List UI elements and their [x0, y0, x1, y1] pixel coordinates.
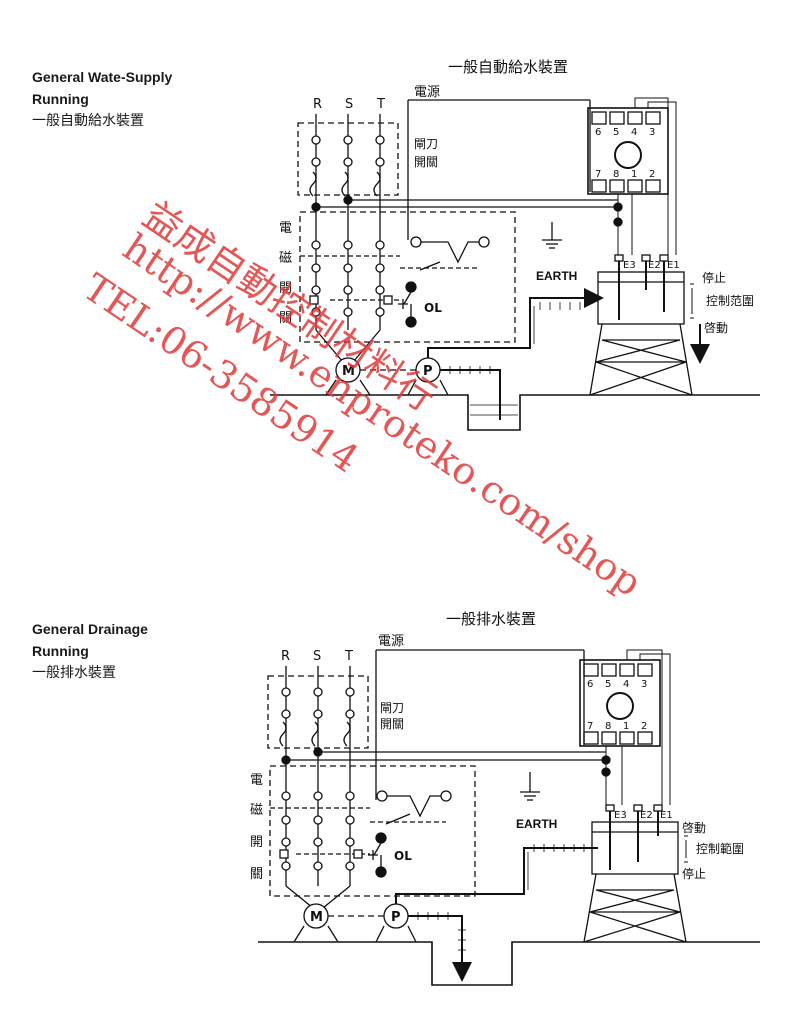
- drainage-power-label: 電源: [378, 634, 404, 649]
- supply-motor-label: M: [342, 364, 355, 379]
- drainage-earth-label: EARTH: [516, 817, 557, 831]
- drainage-switch-label-1: 閘刀: [380, 701, 404, 715]
- supply-power-label: 電源: [414, 85, 440, 100]
- supply-pump-label: P: [423, 364, 433, 379]
- supply-terminal-1: 1: [631, 169, 637, 180]
- drainage-electrode-e3: E3: [614, 810, 627, 821]
- supply-terminal-5: 5: [613, 127, 619, 138]
- supply-ol-label: OL: [424, 301, 442, 315]
- supply-electrode-e1: E1: [667, 260, 680, 271]
- drainage-level-stop: 停止: [682, 866, 706, 881]
- drainage-level-start: 啓動: [682, 820, 706, 835]
- supply-level-start: 啓動: [704, 320, 728, 335]
- drainage-title-zh: 一般排水裝置: [32, 665, 116, 681]
- supply-phase-lines: [309, 114, 385, 330]
- supply-terminal-3: 3: [649, 127, 655, 138]
- drainage-switch-label-2: 開關: [380, 717, 404, 731]
- drainage-contactor-char-3: 開: [250, 835, 263, 850]
- drainage-motor-label: M: [310, 910, 323, 925]
- drainage-contactor-contacts: [270, 790, 452, 878]
- supply-phase-s: S: [345, 97, 353, 112]
- supply-diagram: 一般自動給水裝置 電源 R S T 閘刀 開關 電 磁: [270, 58, 760, 431]
- supply-level-range: 控制范圍: [706, 294, 754, 308]
- drainage-contactor-char-1: 電: [250, 773, 263, 788]
- supply-terminal-4: 4: [631, 127, 637, 138]
- supply-switch-label-1: 閘刀: [414, 137, 438, 151]
- drainage-phase-t: T: [344, 649, 353, 664]
- supply-contactor-contacts: [300, 236, 490, 328]
- supply-tank: [597, 271, 685, 325]
- supply-switch-label-2: 開關: [414, 155, 438, 169]
- drainage-phase-lines: [279, 666, 355, 886]
- supply-electrode-e2: E2: [648, 260, 661, 271]
- supply-title-block: General Wate-Supply Running 一般自動給水裝置: [32, 66, 172, 132]
- supply-contactor-box: [299, 211, 516, 343]
- drainage-terminal-1: 1: [623, 721, 629, 732]
- supply-relay-terminals: [591, 111, 661, 193]
- drainage-diagram: 一般排水裝置 電源 R S T 閘刀 開關 電 磁 開 關: [250, 610, 760, 986]
- supply-electrode-e3: E3: [623, 260, 636, 271]
- drainage-tank: [591, 821, 679, 875]
- drainage-terminal-5: 5: [605, 679, 611, 690]
- supply-terminal-2: 2: [649, 169, 655, 180]
- drainage-contactor-box: [269, 765, 476, 897]
- supply-contactor-char-1: 電: [279, 221, 292, 236]
- drainage-relay-box: [579, 659, 661, 747]
- supply-phase-r: R: [313, 97, 322, 112]
- drainage-relay-terminals: [583, 663, 653, 745]
- drainage-level-range: 控制範圍: [696, 841, 744, 856]
- drainage-terminal-3: 3: [641, 679, 647, 690]
- supply-title-en-1: General Wate-Supply: [32, 69, 173, 85]
- supply-title-en-2: Running: [32, 91, 89, 107]
- drainage-terminal-7: 7: [587, 721, 593, 732]
- supply-terminal-7: 7: [595, 169, 601, 180]
- drainage-diagram-title: 一般排水裝置: [446, 610, 536, 628]
- drainage-terminal-6: 6: [587, 679, 593, 690]
- drainage-contactor-char-4: 關: [250, 867, 263, 882]
- supply-phase-t: T: [376, 97, 385, 112]
- drainage-terminal-2: 2: [641, 721, 647, 732]
- drainage-electrode-e2: E2: [640, 810, 653, 821]
- supply-earth-label: EARTH: [536, 269, 577, 283]
- drainage-title-en-1: General Drainage: [32, 621, 148, 637]
- supply-contactor-char-4: 關: [279, 311, 292, 326]
- drainage-title-en-2: Running: [32, 643, 89, 659]
- supply-level-stop: 停止: [702, 270, 726, 285]
- supply-title-zh: 一般自動給水裝置: [32, 113, 144, 129]
- supply-diagram-title: 一般自動給水裝置: [448, 58, 568, 76]
- drainage-phase-r: R: [281, 649, 290, 664]
- supply-contactor-char-3: 開: [279, 281, 292, 296]
- drainage-contactor-char-2: 磁: [250, 803, 263, 818]
- drainage-ol-label: OL: [394, 849, 412, 863]
- drainage-electrode-e1: E1: [660, 810, 673, 821]
- drainage-phase-s: S: [313, 649, 321, 664]
- drainage-terminal-8: 8: [605, 721, 611, 732]
- drainage-terminal-4: 4: [623, 679, 629, 690]
- supply-terminal-6: 6: [595, 127, 601, 138]
- supply-terminal-8: 8: [613, 169, 619, 180]
- drainage-pump-label: P: [391, 910, 401, 925]
- drainage-title-block: General Drainage Running 一般排水裝置: [32, 618, 148, 684]
- supply-contactor-char-2: 磁: [279, 251, 292, 266]
